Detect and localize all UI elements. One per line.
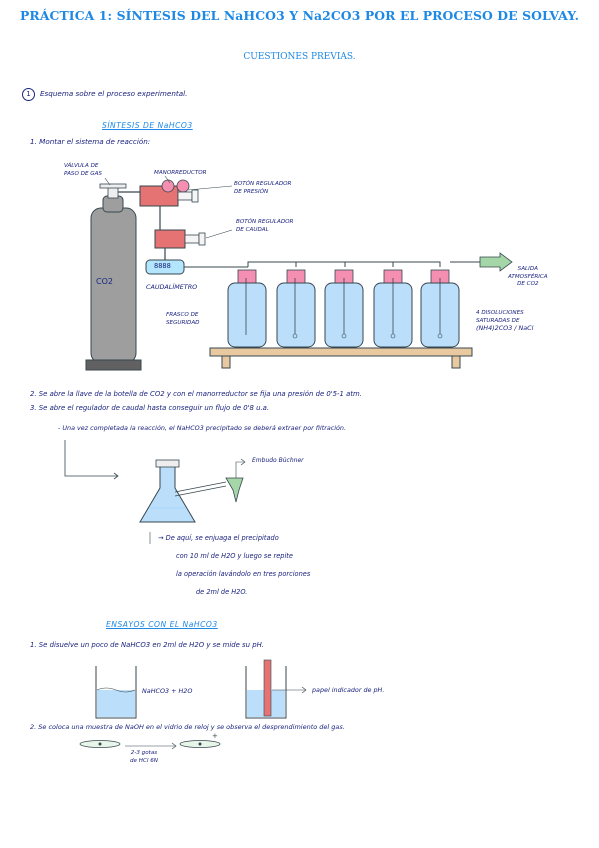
label-co2-bottle: CO2 (96, 277, 113, 286)
label-safety-flask: FRASCO DE SEGURIDAD (166, 312, 200, 327)
question-number: 1 (26, 90, 31, 98)
label-outlet-line1: SALIDA (517, 266, 538, 272)
wash-line-2: con 10 ml de H2O y luego se repite (176, 552, 293, 560)
step-3-text: 3. Se abre el regulador de caudal hasta … (30, 404, 270, 412)
label-drops-line2: de HCl 6N (130, 757, 158, 764)
label-solutions: 4 DISOLUCIONES SATURADAS DE (NH4)2CO3 / … (476, 310, 533, 333)
label-solutions-line2: SATURADAS DE (476, 317, 520, 324)
question-text: Esquema sobre el proceso experimental. (40, 89, 188, 98)
flask-row (227, 269, 460, 348)
flow-regulator (154, 229, 186, 249)
label-flow-button-line1: BOTÓN REGULADOR (236, 219, 294, 225)
outlet-arrow-icon (479, 252, 513, 272)
test-step-2: 2. Se coloca una muestra de NaOH en el v… (30, 723, 345, 731)
safety-flask (227, 282, 267, 348)
svg-text:+: + (212, 732, 218, 740)
label-beaker: NaHCO3 + H2O (142, 687, 193, 695)
label-outlet-line3: DE CO2 (517, 281, 539, 287)
section-heading-tests: ENSAYOS CON EL NaHCO3 (106, 620, 218, 629)
label-valve: VÁLVULA DE PASO DE GAS (64, 163, 102, 178)
label-drops-line1: 2-3 gotas (130, 750, 158, 756)
bottle-base (85, 359, 142, 371)
label-pressure-button-line1: BOTÓN REGULADOR (234, 181, 292, 187)
step-3-bullet: - Una vez completada la reacción, el NaH… (58, 424, 347, 432)
label-valve-line2: PASO DE GAS (64, 170, 102, 177)
beaker-icon (95, 666, 137, 719)
label-flow-button-line2: DE CAUDAL (236, 226, 269, 233)
label-drops: 2-3 gotas de HCl 6N (130, 750, 158, 765)
label-flowmeter: CAUDALÍMETRO (146, 283, 198, 291)
label-manometer: MANORREDUCTOR (154, 170, 207, 176)
label-buchner: Embudo Büchner (252, 457, 304, 464)
label-ph-paper: papel indicador de pH. (312, 686, 385, 694)
question-number-circle: 1 (22, 88, 35, 101)
label-valve-line1: VÁLVULA DE (64, 163, 99, 169)
label-solutions-line3: (NH4)2CO3 / NaCl (476, 324, 534, 332)
label-pressure-button: BOTÓN REGULADOR DE PRESIÓN (234, 181, 291, 196)
label-outlet-line2: ATMOSFÉRICA (508, 273, 548, 280)
bench (209, 347, 473, 357)
page-subtitle: CUESTIONES PREVIAS. (243, 52, 356, 62)
ph-paper-icon (263, 659, 272, 717)
label-safety-line2: SEGURIDAD (166, 319, 200, 326)
beaker-icon (245, 666, 287, 719)
flow-knob-icon (198, 232, 206, 246)
test-step-1: 1. Se disuelve un poco de NaHCO3 en 2ml … (30, 641, 264, 649)
gauge-icon (161, 179, 175, 193)
step-2-text: 2. Se abre la llave de la botella de CO2… (30, 390, 362, 398)
solution-flask (276, 282, 316, 348)
label-safety-line1: FRASCO DE (166, 312, 199, 318)
buchner-funnel-icon (225, 477, 244, 503)
wash-line-3: la operación lavándolo en tres porciones (176, 570, 311, 578)
page-title: PRÁCTICA 1: SÍNTESIS DEL NaHCO3 Y Na2CO3… (20, 8, 579, 23)
section-heading-synthesis: SÍNTESIS DE NaHCO3 (102, 121, 193, 130)
gauge-icon (176, 179, 190, 193)
flowmeter-display: 8888 (154, 262, 171, 270)
step-1-text: 1. Montar el sistema de reacción: (30, 137, 151, 146)
label-solutions-line1: 4 DISOLUCIONES (476, 310, 524, 316)
label-pressure-button-line2: DE PRESIÓN (234, 188, 269, 195)
label-flow-button: BOTÓN REGULADOR DE CAUDAL (236, 219, 293, 234)
wash-line-4: de 2ml de H2O. (196, 588, 248, 596)
pressure-knob-icon (191, 189, 199, 203)
wash-line-1: → De aquí, se enjuaga el precipitado (158, 534, 279, 542)
label-outlet: SALIDA ATMOSFÉRICA DE CO2 (508, 266, 548, 289)
